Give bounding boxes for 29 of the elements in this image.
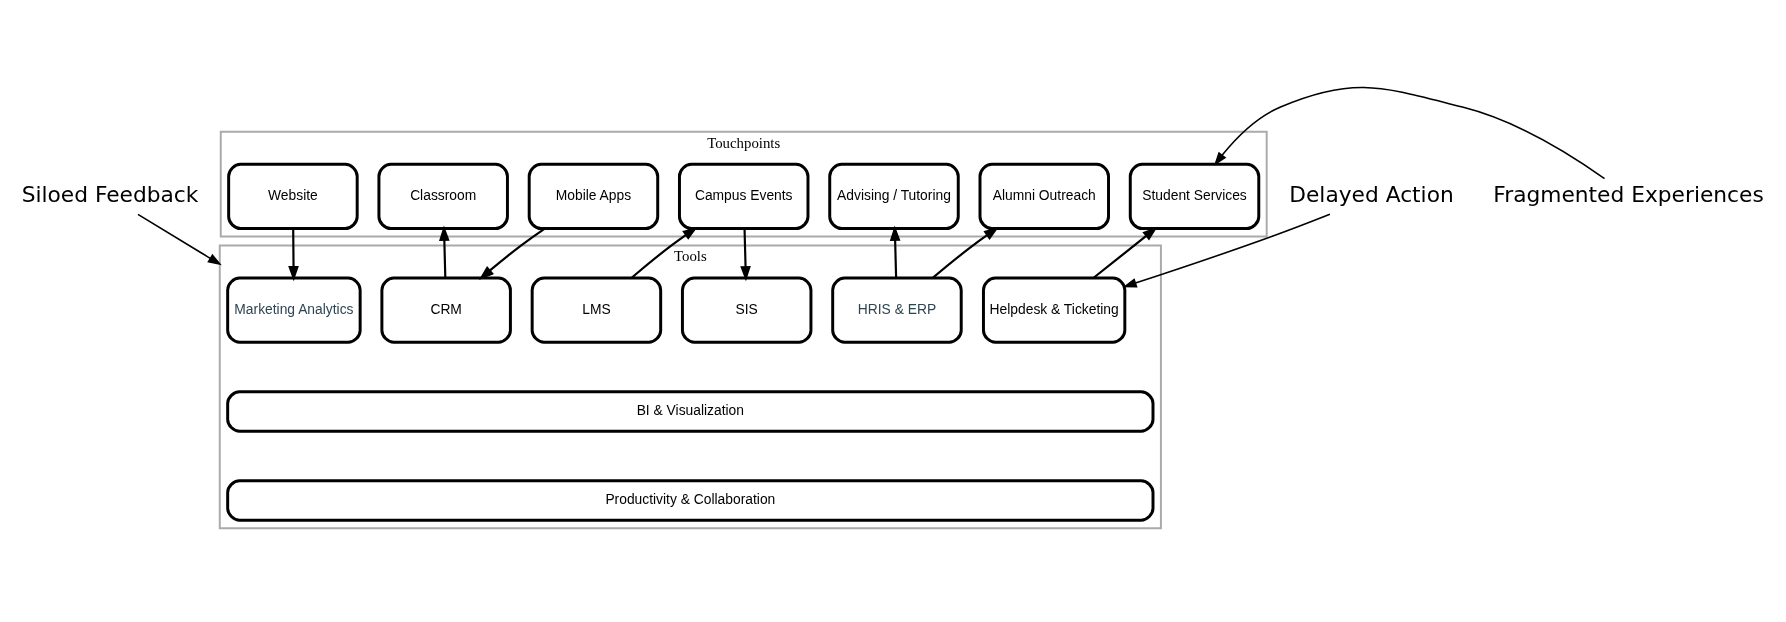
arrow bbox=[889, 225, 901, 278]
node-box: Campus Events bbox=[677, 162, 810, 230]
node-box: SIS bbox=[680, 276, 813, 344]
node-box: Marketing Analytics bbox=[226, 276, 362, 344]
node-box: Helpdesk & Ticketing bbox=[981, 276, 1127, 344]
node-box: Alumni Outreach bbox=[978, 162, 1110, 230]
node-box: Advising / Tutoring bbox=[828, 162, 960, 230]
arrow bbox=[630, 226, 698, 279]
arrow bbox=[1122, 212, 1331, 288]
arrow bbox=[478, 227, 546, 280]
arrow bbox=[1092, 226, 1158, 279]
node-box: BI & Visualization bbox=[226, 389, 1155, 433]
node-box: Mobile Apps bbox=[527, 162, 660, 230]
node-text: Delayed Action bbox=[1289, 181, 1454, 207]
arrow bbox=[137, 213, 222, 265]
node-box: CRM bbox=[380, 276, 512, 344]
arrow bbox=[439, 225, 450, 278]
arrow bbox=[932, 226, 999, 279]
arrow bbox=[288, 228, 299, 281]
node-box: Classroom bbox=[377, 162, 509, 230]
node-text: Fragmented Experiences bbox=[1493, 181, 1764, 207]
node-box: HRIS & ERP bbox=[831, 276, 963, 344]
node-box: Student Services bbox=[1128, 162, 1261, 230]
node-box: Website bbox=[227, 162, 359, 230]
arrow bbox=[1213, 86, 1606, 179]
node-box: LMS bbox=[530, 276, 663, 344]
node-box: Productivity & Collaboration bbox=[226, 478, 1155, 522]
arrow bbox=[740, 228, 751, 281]
node-text: Siloed Feedback bbox=[21, 181, 199, 207]
